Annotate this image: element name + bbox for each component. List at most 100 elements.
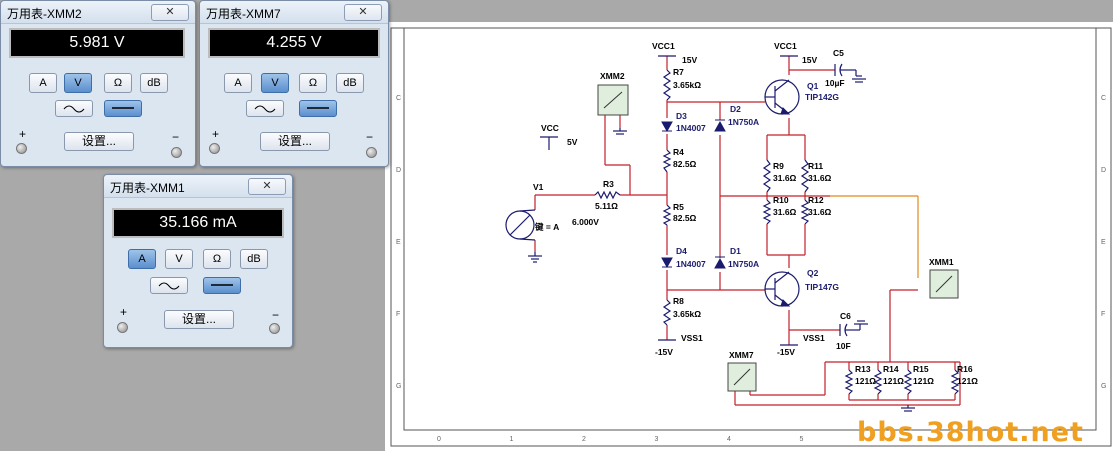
v1-label: V1 (533, 182, 544, 192)
titlebar[interactable]: 万用表-XMM7 ✕ (200, 1, 388, 24)
r3-value: 5.11Ω (595, 201, 618, 211)
settings-button[interactable]: 设置... (64, 132, 134, 151)
r4-value: 82.5Ω (673, 159, 697, 169)
dc-line-icon (112, 107, 134, 109)
multimeter-xmm7-window[interactable]: 万用表-XMM7 ✕ 4.255 V A V Ω dB + 设置... − (199, 0, 389, 167)
titlebar[interactable]: 万用表-XMM1 ✕ (104, 175, 292, 198)
mode-ohm-button[interactable]: Ω (299, 73, 327, 93)
r11-value: 31.6Ω (808, 173, 832, 183)
minus-terminal[interactable] (269, 323, 280, 334)
plus-terminal[interactable] (16, 143, 27, 154)
mode-db-button[interactable]: dB (336, 73, 364, 93)
wires (534, 56, 961, 406)
sine-wave-icon (254, 105, 276, 113)
mode-amp-button[interactable]: A (128, 249, 156, 269)
close-button[interactable]: ✕ (248, 178, 286, 195)
border-col-marker: 1 (510, 436, 514, 443)
xmm7-instrument-icon[interactable] (727, 362, 757, 392)
close-button[interactable]: ✕ (344, 4, 382, 21)
q2-label: Q2 (807, 268, 819, 278)
xmm2-instrument-icon[interactable] (597, 84, 629, 116)
r16-label: R16 (957, 364, 973, 374)
mode-ohm-button[interactable]: Ω (203, 249, 231, 269)
plus-terminal[interactable] (117, 322, 128, 333)
c5-value: 10µF (825, 78, 845, 88)
close-button[interactable]: ✕ (151, 4, 189, 21)
xmm1-instrument-icon[interactable] (929, 269, 959, 299)
r5-value: 82.5Ω (673, 213, 697, 223)
r13-value: 121Ω (855, 376, 876, 386)
border-row-marker: D (1101, 167, 1106, 174)
mode-amp-button[interactable]: A (29, 73, 57, 93)
dc-mode-button[interactable] (203, 277, 241, 294)
r12-value: 31.6Ω (808, 207, 832, 217)
ac-mode-button[interactable] (55, 100, 93, 117)
minus-terminal-label: − (366, 130, 374, 144)
border-row-marker: C (1101, 95, 1106, 102)
q2-part: TIP147G (805, 282, 839, 292)
vss1-left-label: VSS1 (681, 333, 703, 343)
sine-wave-icon (63, 105, 85, 113)
reading-display: 4.255 V (208, 28, 380, 58)
c6-label: C6 (840, 311, 851, 321)
q1-part: TIP142G (805, 92, 839, 102)
key-label: 键 = A (534, 222, 559, 232)
minus-terminal-label: − (272, 308, 280, 322)
mode-volt-button[interactable]: V (261, 73, 289, 93)
border-row-marker: F (1101, 311, 1105, 318)
mode-amp-button[interactable]: A (224, 73, 252, 93)
multimeter-xmm1-window[interactable]: 万用表-XMM1 ✕ 35.166 mA A V Ω dB + 设置... − (103, 174, 293, 348)
r5-label: R5 (673, 202, 684, 212)
d1-part: 1N750A (728, 259, 759, 269)
dc-mode-button[interactable] (299, 100, 337, 117)
sheet-border (390, 27, 1112, 447)
r16-value: 121Ω (957, 376, 978, 386)
xmm7-label: XMM7 (729, 350, 754, 360)
dc-mode-button[interactable] (104, 100, 142, 117)
minus-terminal[interactable] (171, 147, 182, 158)
vcc1-left-label: VCC1 (652, 41, 675, 51)
r15-label: R15 (913, 364, 929, 374)
vss1-right-label: VSS1 (803, 333, 825, 343)
border-row-marker: G (1101, 383, 1106, 390)
window-title: 万用表-XMM1 (110, 181, 185, 195)
minus-terminal-label: − (172, 130, 180, 144)
dc-line-icon (307, 107, 329, 109)
plus-terminal-label: + (19, 127, 27, 141)
reading-display: 35.166 mA (112, 208, 284, 238)
r9-value: 31.6Ω (773, 173, 797, 183)
r9-label: R9 (773, 161, 784, 171)
r14-label: R14 (883, 364, 899, 374)
ac-mode-button[interactable] (150, 277, 188, 294)
window-title: 万用表-XMM7 (206, 7, 281, 21)
mode-volt-button[interactable]: V (165, 249, 193, 269)
border-col-marker: 0 (437, 436, 441, 443)
border-row-marker: C (396, 95, 401, 102)
titlebar[interactable]: 万用表-XMM2 ✕ (1, 1, 195, 24)
c5-label: C5 (833, 48, 844, 58)
settings-button[interactable]: 设置... (260, 132, 330, 151)
source-value: 6.000V (572, 217, 599, 227)
mode-db-button[interactable]: dB (240, 249, 268, 269)
xmm1-label: XMM1 (929, 257, 954, 267)
border-row-marker: D (396, 167, 401, 174)
minus-terminal[interactable] (366, 147, 377, 158)
r11-label: R11 (808, 161, 823, 171)
d3-part: 1N4007 (676, 123, 706, 133)
plus-terminal[interactable] (209, 143, 220, 154)
reading-display: 5.981 V (9, 28, 185, 58)
d2-label: D2 (730, 104, 741, 114)
window-title: 万用表-XMM2 (7, 7, 82, 21)
vn15-right-label: -15V (777, 347, 795, 357)
q1-label: Q1 (807, 81, 819, 91)
border-col-marker: 2 (582, 436, 586, 443)
ac-mode-button[interactable] (246, 100, 284, 117)
mode-db-button[interactable]: dB (140, 73, 168, 93)
settings-button[interactable]: 设置... (164, 310, 234, 329)
d2-part: 1N750A (728, 117, 759, 127)
multimeter-xmm2-window[interactable]: 万用表-XMM2 ✕ 5.981 V A V Ω dB + 设置... − (0, 0, 196, 167)
border-col-marker: 5 (800, 436, 804, 443)
mode-ohm-button[interactable]: Ω (104, 73, 132, 93)
mode-volt-button[interactable]: V (64, 73, 92, 93)
